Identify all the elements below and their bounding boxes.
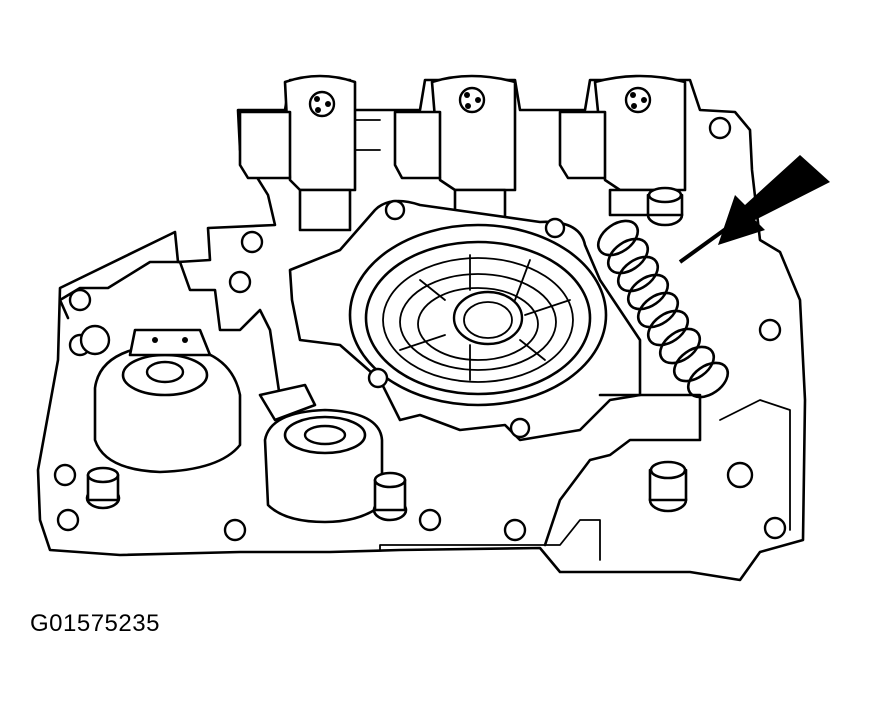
accumulator-housing xyxy=(288,199,642,442)
bolt-boss-left xyxy=(85,466,121,510)
spring xyxy=(596,219,730,399)
pointer-arrow-shaft xyxy=(678,213,747,264)
bolt-boss-center xyxy=(372,471,408,522)
solenoid-left xyxy=(238,74,381,232)
servo-left xyxy=(93,328,242,474)
right-channel-2 xyxy=(719,399,791,531)
left-panel xyxy=(58,260,282,400)
bolt-boss-right xyxy=(648,460,688,513)
bolt-boss-top xyxy=(646,186,684,227)
right-channel xyxy=(543,393,702,547)
servo-middle xyxy=(258,383,384,524)
lower-step xyxy=(379,519,601,561)
pointer-arrow xyxy=(718,155,830,245)
mounting-holes xyxy=(53,116,787,542)
solenoid-right xyxy=(558,74,687,217)
figure-id-label: G01575235 xyxy=(30,610,160,637)
